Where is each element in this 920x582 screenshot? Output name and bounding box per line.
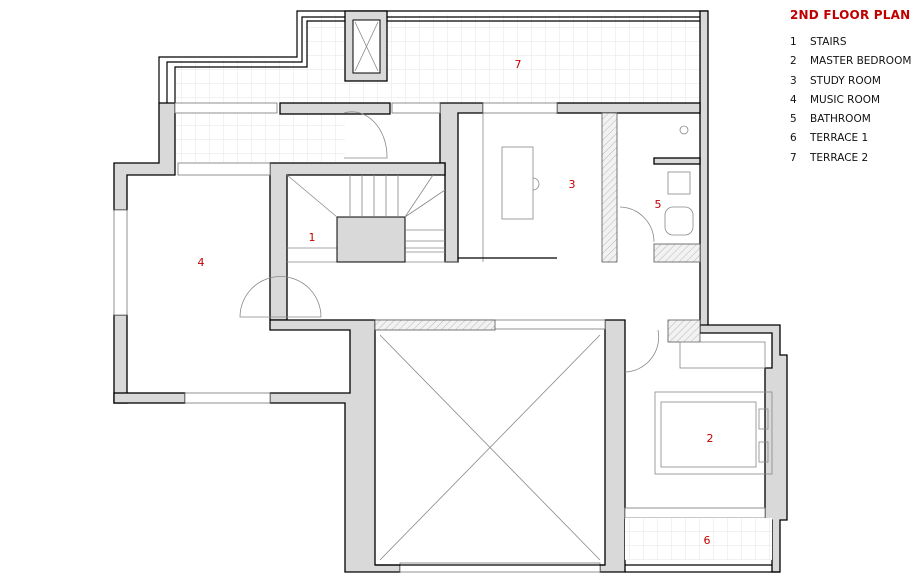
closet-wall [667,319,701,343]
legend-num: 3 [790,74,797,87]
terrace-2 [158,10,708,163]
room-label-5: 5 [655,198,662,211]
legend: 2ND FLOOR PLAN 1 STAIRS 2 MASTER BEDROOM 3… [790,8,911,168]
legend-num: 5 [790,113,797,126]
room-label-7: 7 [515,58,522,71]
legend-item: 3 STUDY ROOM [790,72,911,91]
legend-num: 7 [790,151,797,164]
legend-num: 4 [790,93,797,106]
legend-label: TERRACE 2 [810,151,869,164]
room-label-2: 2 [707,432,714,445]
bathroom-fixtures [619,125,701,263]
hatched-wall [374,319,496,331]
room-label-3: 3 [569,178,576,191]
doors [239,111,660,373]
legend-label: BATHROOM [810,113,871,126]
room-label-1: 1 [309,231,316,244]
room-label-4: 4 [198,256,205,269]
legend-label: TERRACE 1 [810,132,869,145]
legend-label: MUSIC ROOM [810,93,881,106]
double-height-void [375,334,605,566]
stairs [286,174,458,263]
study-desk [458,113,557,262]
legend-label: STAIRS [810,36,847,48]
chimney [344,10,388,82]
legend-item: 7 TERRACE 2 [790,149,911,168]
legend-item: 5 BATHROOM [790,110,911,129]
legend-num: 1 [790,36,797,48]
legend-label: MASTER BEDROOM [810,55,912,68]
legend-list: 1 STAIRS 2 MASTER BEDROOM 3 STUDY ROOM 4 MUS… [790,33,911,168]
legend-item: 1 STAIRS [790,33,911,52]
legend-num: 2 [790,55,797,68]
room-label-6: 6 [704,534,711,547]
legend-item: 6 TERRACE 1 [790,129,911,148]
bedroom-furniture [654,341,773,475]
legend-item: 4 MUSIC ROOM [790,91,911,110]
legend-item: 2 MASTER BEDROOM [790,52,911,71]
study-partition [601,112,618,263]
legend-label: STUDY ROOM [810,74,881,87]
legend-num: 6 [790,132,797,145]
terrace-1 [625,518,772,560]
plan-title: 2ND FLOOR PLAN [790,8,911,22]
